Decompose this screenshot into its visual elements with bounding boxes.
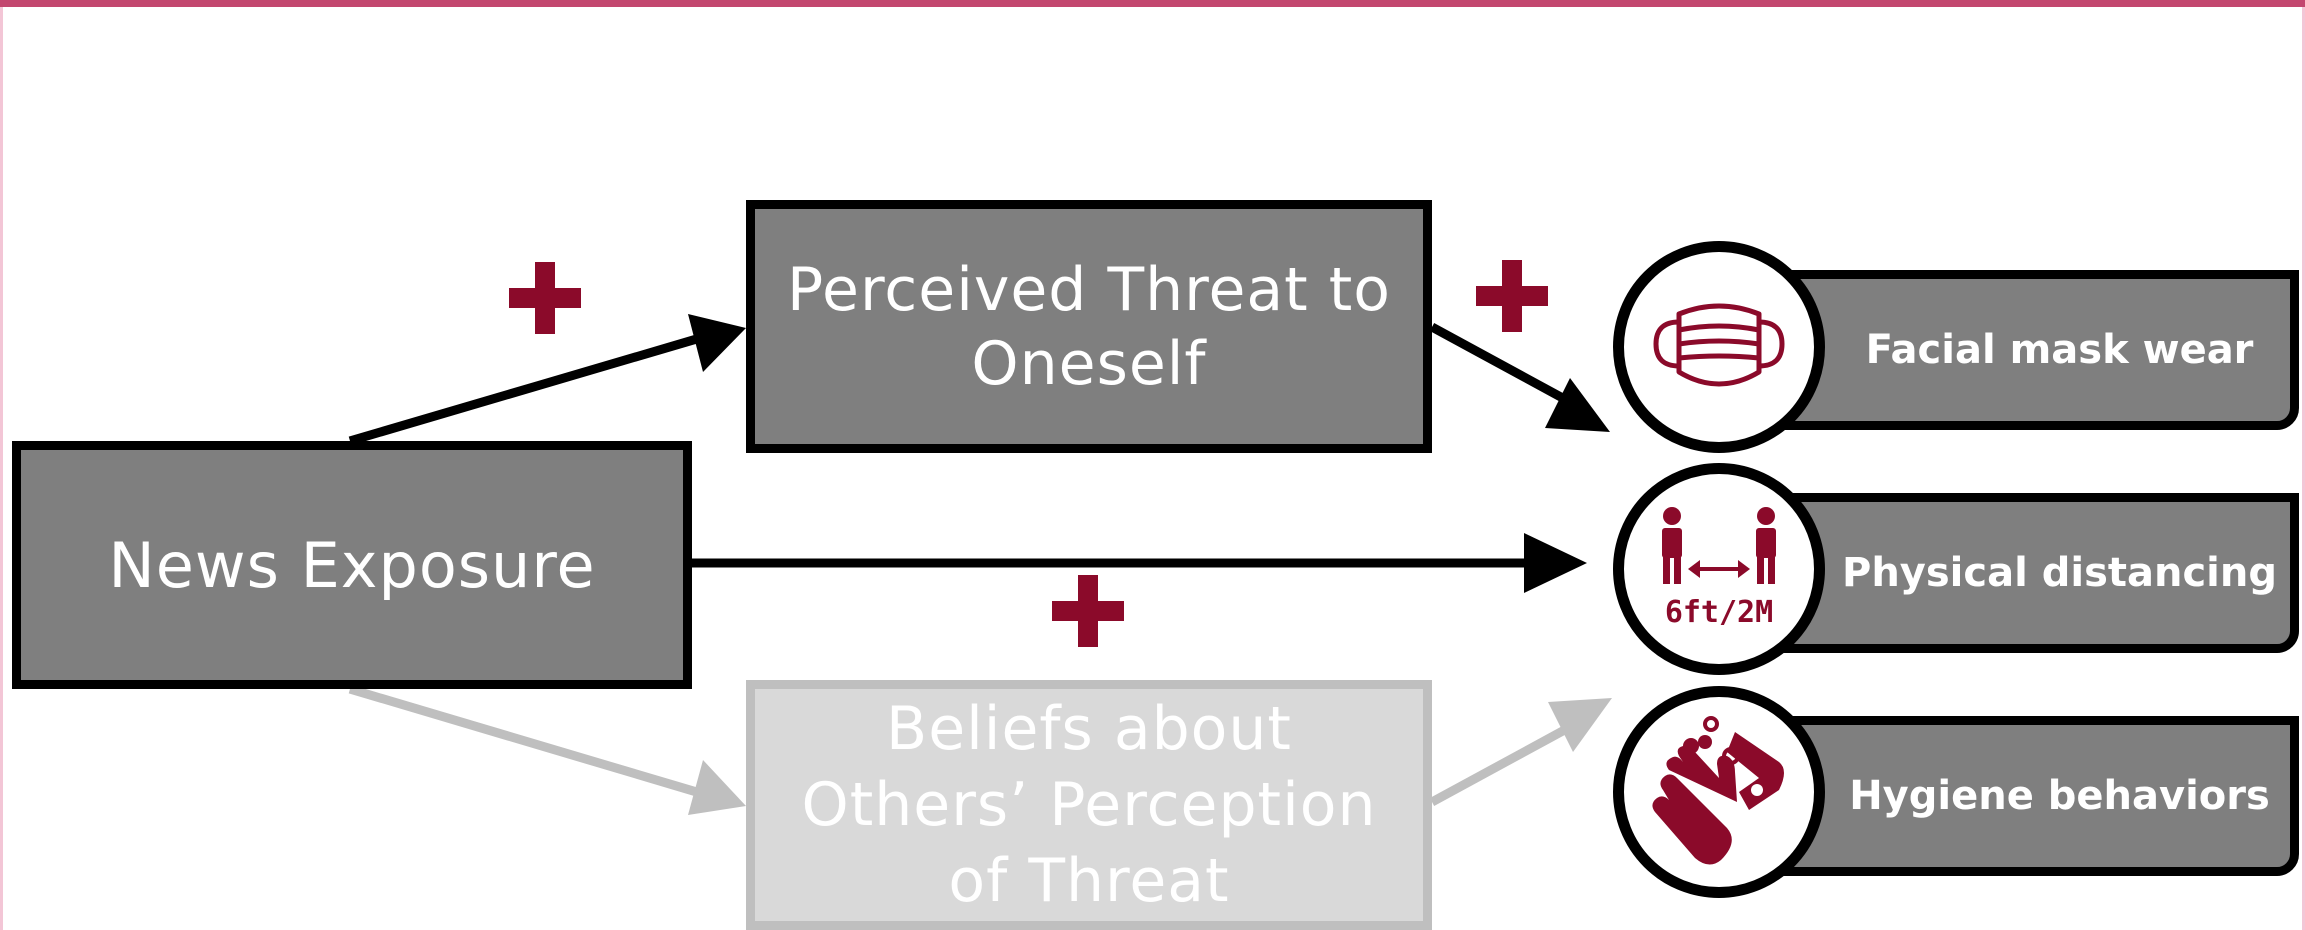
perceived-threat-label: Perceived Threat to Oneself [787, 253, 1391, 401]
arrowhead-news-to-threat [688, 314, 746, 372]
arrow-beliefs-to-hygiene [1429, 723, 1573, 806]
outcome-hygiene-label: Hygiene behaviors [1849, 773, 2270, 819]
outcome-physical-distancing-label: Physical distancing [1842, 550, 2277, 596]
perceived-threat-line-2: Oneself [971, 328, 1207, 399]
distance-label: 6ft/2M [1665, 595, 1773, 630]
beliefs-box: Beliefs about Others’ Perception of Thre… [746, 680, 1432, 930]
beliefs-line-2: Others’ Perception [801, 770, 1377, 840]
news-exposure-label: News Exposure [108, 528, 596, 602]
arrow-news-to-threat [348, 333, 702, 446]
news-exposure-box: News Exposure [12, 441, 692, 689]
plus-icon [1476, 260, 1548, 332]
outcome-facial-mask-label: Facial mask wear [1865, 327, 2254, 373]
beliefs-line-3: of Threat [948, 846, 1230, 916]
top-accent-bar [0, 0, 2305, 7]
hand-washing-icon [1652, 716, 1784, 865]
arrowhead-beliefs-to-hygiene [1548, 698, 1612, 752]
outcome-facial-mask: Facial mask wear [1760, 270, 2299, 430]
plus-icon [1052, 575, 1124, 647]
social-distancing-icon: 6ft/2M [1662, 507, 1776, 630]
perceived-threat-box: Perceived Threat to Oneself [746, 200, 1432, 453]
arrowhead-news-to-distancing [1524, 533, 1587, 593]
beliefs-label: Beliefs about Others’ Perception of Thre… [802, 691, 1377, 919]
outcome-physical-distancing: Physical distancing [1760, 493, 2299, 653]
arrow-news-to-beliefs [348, 684, 702, 798]
face-mask-icon [1653, 303, 1785, 387]
perceived-threat-line-1: Perceived Threat to [787, 254, 1391, 325]
arrowhead-news-to-beliefs [688, 760, 746, 815]
mask-icon-circle [1613, 241, 1825, 453]
arrow-threat-to-mask [1429, 323, 1573, 406]
beliefs-line-1: Beliefs about [886, 694, 1292, 764]
arrowhead-threat-to-mask [1545, 378, 1610, 432]
outcome-hygiene: Hygiene behaviors [1760, 716, 2299, 876]
distancing-icon-circle: 6ft/2M [1613, 463, 1825, 675]
hygiene-icon-circle [1613, 686, 1825, 898]
plus-icon [509, 262, 581, 334]
